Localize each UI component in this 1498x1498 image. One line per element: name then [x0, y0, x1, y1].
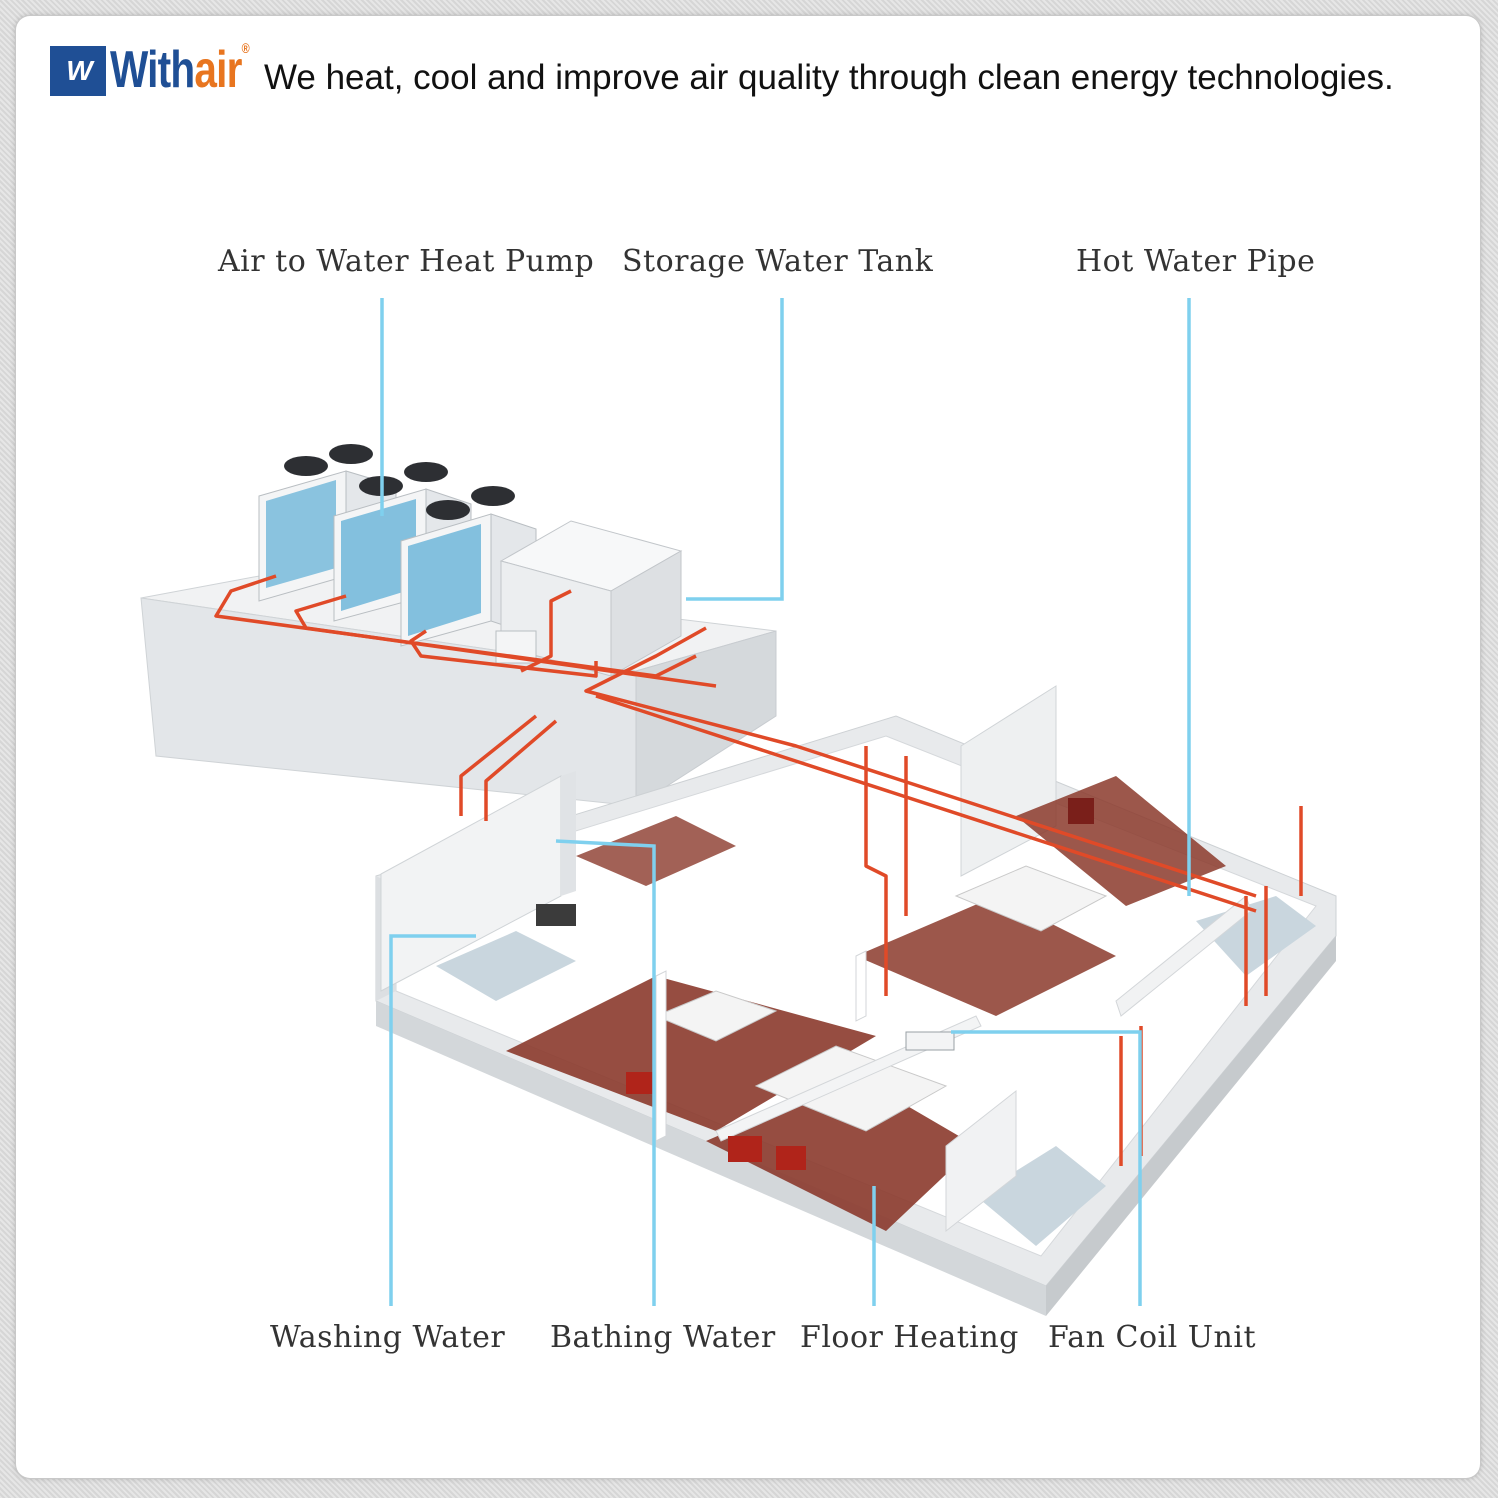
label-hot-water-pipe: Hot Water Pipe — [1076, 244, 1316, 279]
header: W Withair® We heat, cool and improve air… — [50, 40, 1470, 114]
leader-bathing-water — [555, 839, 656, 1306]
leader-washing-water — [389, 934, 476, 1306]
leader-storage-tank — [686, 298, 784, 601]
frame: W Withair® We heat, cool and improve air… — [16, 16, 1480, 1478]
logo-wordmark: Withair® — [110, 40, 250, 99]
hot-water-pipes — [214, 574, 1303, 1166]
label-bathing-water: Bathing Water — [550, 1320, 776, 1355]
label-washing-water: Washing Water — [270, 1320, 506, 1355]
heat-pump-units — [258, 444, 537, 647]
storage-water-tank — [495, 520, 683, 677]
logo-mark: W — [50, 46, 106, 96]
building-diagram — [140, 298, 1337, 1316]
leader-lines — [380, 298, 1191, 1306]
label-storage-tank: Storage Water Tank — [622, 244, 934, 279]
label-fan-coil: Fan Coil Unit — [1048, 1320, 1257, 1355]
tagline: We heat, cool and improve air quality th… — [264, 58, 1394, 97]
label-floor-heating: Floor Heating — [800, 1320, 1019, 1355]
label-heat-pump: Air to Water Heat Pump — [218, 244, 595, 279]
leader-fan-coil — [951, 1030, 1142, 1306]
